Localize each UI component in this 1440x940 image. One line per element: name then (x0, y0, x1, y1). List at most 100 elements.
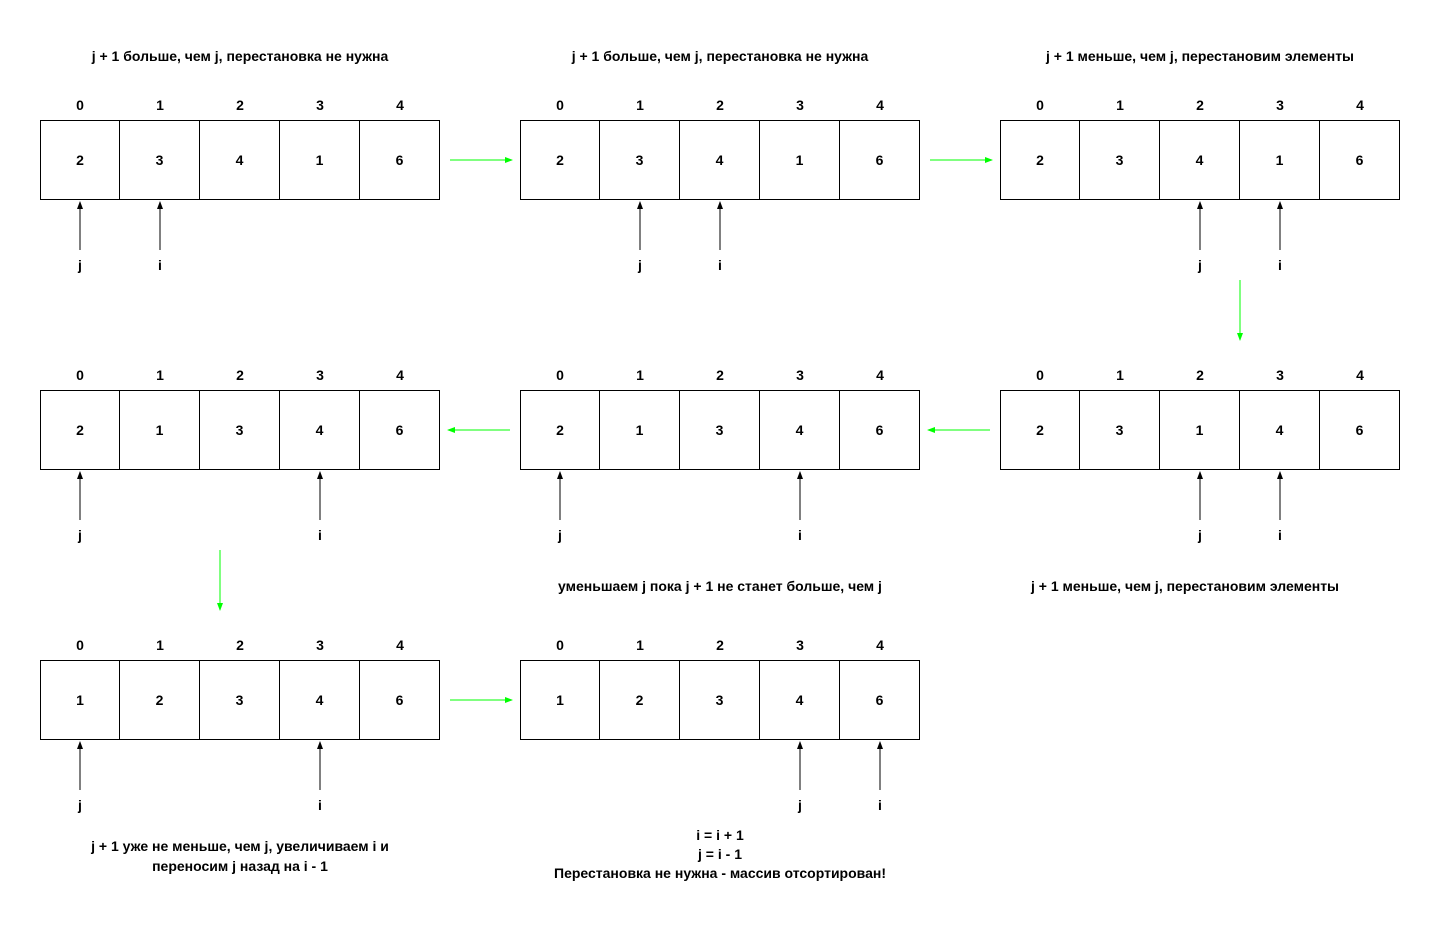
pointer-label-j: j (78, 797, 82, 813)
array-cell: 3 (119, 120, 200, 200)
index-label: 2 (1196, 97, 1204, 113)
array-cell: 2 (1000, 390, 1080, 470)
array-cell: 3 (199, 390, 280, 470)
index-label: 2 (236, 637, 244, 653)
array-cell: 1 (520, 660, 600, 740)
index-label: 0 (1036, 97, 1044, 113)
pointer-label-j: j (798, 797, 802, 813)
step-caption: j + 1 больше, чем j, перестановка не нуж… (91, 48, 389, 64)
note-line: j = i - 1 (698, 846, 742, 862)
index-label: 3 (796, 97, 804, 113)
pointer-label-j: j (1198, 527, 1202, 543)
index-label: 2 (716, 637, 724, 653)
index-label: 0 (1036, 367, 1044, 383)
array-cell: 6 (1319, 120, 1400, 200)
index-label: 4 (396, 637, 404, 653)
pointer-label-j: j (638, 257, 642, 273)
array-cell: 1 (279, 120, 360, 200)
array-cell: 6 (359, 120, 440, 200)
note-line: переносим j назад на i - 1 (152, 858, 328, 874)
array-cell: 1 (1239, 120, 1320, 200)
array-cell: 2 (40, 120, 120, 200)
index-label: 0 (556, 637, 564, 653)
array-cell: 6 (359, 660, 440, 740)
array-cell: 6 (839, 660, 920, 740)
index-label: 4 (876, 367, 884, 383)
pointer-label-i: i (1278, 257, 1282, 273)
index-label: 1 (156, 97, 164, 113)
step-caption: уменьшаем j пока j + 1 не станет больше,… (558, 578, 882, 594)
index-label: 0 (76, 637, 84, 653)
pointer-label-i: i (1278, 527, 1282, 543)
array-cell: 4 (1159, 120, 1240, 200)
array-cell: 6 (1319, 390, 1400, 470)
index-label: 1 (1116, 97, 1124, 113)
array-cell: 4 (1239, 390, 1320, 470)
pointer-label-j: j (78, 257, 82, 273)
array-cell: 1 (759, 120, 840, 200)
array-cell: 4 (759, 390, 840, 470)
step-caption: j + 1 больше, чем j, перестановка не нуж… (571, 48, 869, 64)
index-label: 3 (796, 637, 804, 653)
array-cell: 2 (119, 660, 200, 740)
array-cell: 4 (199, 120, 280, 200)
index-label: 4 (876, 97, 884, 113)
index-label: 2 (716, 367, 724, 383)
array-cell: 6 (839, 390, 920, 470)
pointer-label-i: i (798, 527, 802, 543)
index-label: 4 (876, 637, 884, 653)
step-caption: j + 1 меньше, чем j, перестановим элемен… (1031, 578, 1339, 594)
array-cell: 1 (599, 390, 680, 470)
array-cell: 3 (1079, 120, 1160, 200)
index-label: 1 (156, 637, 164, 653)
array-cell: 1 (40, 660, 120, 740)
index-label: 1 (1116, 367, 1124, 383)
array-cell: 4 (759, 660, 840, 740)
note-line: j + 1 уже не меньше, чем j, увеличиваем … (91, 838, 389, 854)
index-label: 0 (76, 367, 84, 383)
pointer-label-j: j (1198, 257, 1202, 273)
index-label: 4 (1356, 367, 1364, 383)
index-label: 4 (1356, 97, 1364, 113)
index-label: 3 (316, 637, 324, 653)
index-label: 3 (1276, 367, 1284, 383)
index-label: 2 (236, 97, 244, 113)
note-line: Перестановка не нужна - массив отсортиро… (554, 865, 886, 881)
array-cell: 2 (40, 390, 120, 470)
array-cell: 3 (199, 660, 280, 740)
array-cell: 3 (599, 120, 680, 200)
step-caption: j + 1 меньше, чем j, перестановим элемен… (1046, 48, 1354, 64)
array-cell: 2 (520, 120, 600, 200)
index-label: 0 (76, 97, 84, 113)
array-cell: 2 (1000, 120, 1080, 200)
index-label: 3 (796, 367, 804, 383)
array-cell: 1 (1159, 390, 1240, 470)
pointer-label-i: i (878, 797, 882, 813)
index-label: 2 (716, 97, 724, 113)
array-cell: 6 (359, 390, 440, 470)
index-label: 0 (556, 97, 564, 113)
index-label: 2 (236, 367, 244, 383)
index-label: 4 (396, 97, 404, 113)
index-label: 2 (1196, 367, 1204, 383)
index-label: 1 (636, 97, 644, 113)
pointer-label-i: i (718, 257, 722, 273)
pointer-label-j: j (78, 527, 82, 543)
array-cell: 3 (1079, 390, 1160, 470)
array-cell: 2 (599, 660, 680, 740)
pointer-label-i: i (318, 797, 322, 813)
array-cell: 4 (279, 390, 360, 470)
array-cell: 3 (679, 390, 760, 470)
pointer-label-j: j (558, 527, 562, 543)
array-cell: 6 (839, 120, 920, 200)
pointer-label-i: i (318, 527, 322, 543)
array-cell: 3 (679, 660, 760, 740)
index-label: 0 (556, 367, 564, 383)
array-cell: 4 (279, 660, 360, 740)
array-cell: 2 (520, 390, 600, 470)
index-label: 1 (636, 637, 644, 653)
index-label: 3 (316, 97, 324, 113)
array-cell: 1 (119, 390, 200, 470)
